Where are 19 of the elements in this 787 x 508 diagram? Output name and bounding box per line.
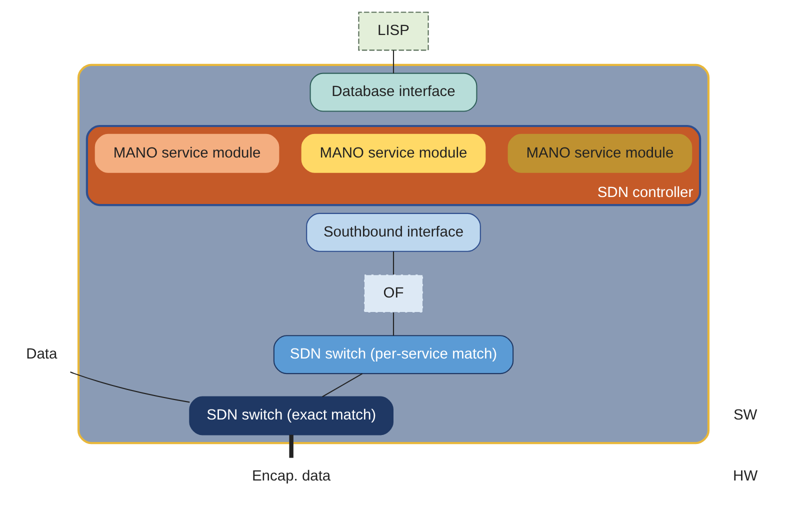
connector: [392, 251, 394, 275]
node-box: MANO service module: [301, 134, 486, 173]
connector: [322, 373, 363, 398]
node-box: LISP: [358, 12, 429, 51]
label: SW: [733, 408, 758, 424]
node-box: MANO service module: [508, 134, 692, 173]
node-box: Database interface: [310, 72, 478, 112]
node-text: Encap. data: [252, 468, 331, 485]
connector: [392, 312, 394, 336]
node-box: SDN switch (exact match): [189, 396, 394, 436]
connector: [289, 434, 294, 458]
node-text: Data: [26, 346, 58, 362]
label: HW: [733, 468, 758, 485]
node-box: OF: [363, 274, 424, 313]
cluster: [77, 64, 710, 444]
node-box: SDN switch (per-service match): [273, 335, 514, 374]
connector: [392, 50, 394, 74]
node-box: Southbound interface: [306, 212, 481, 252]
node-box: MANO service module: [94, 134, 280, 173]
